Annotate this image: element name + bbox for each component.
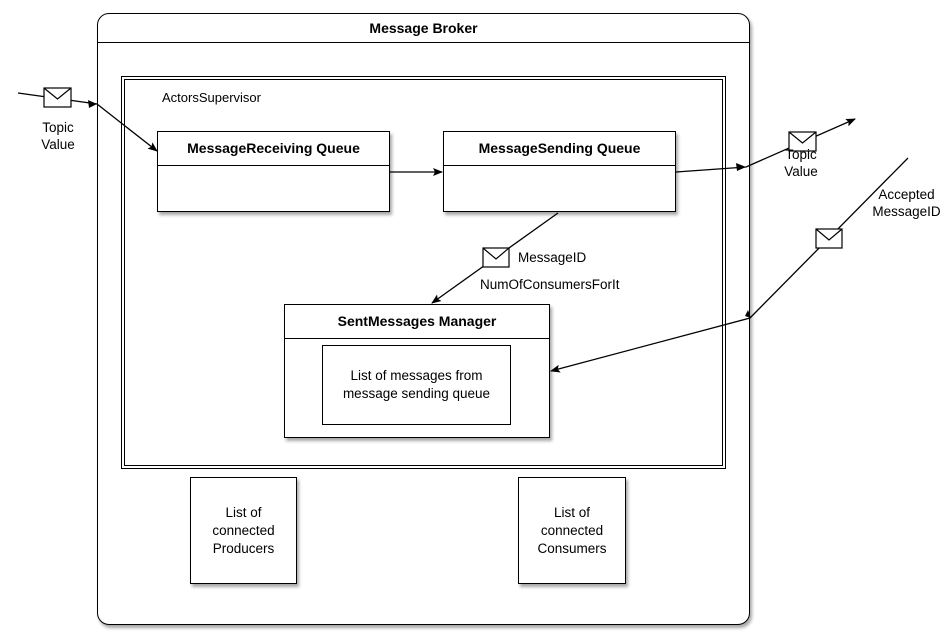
- message-broker-title: Message Broker: [97, 13, 750, 43]
- accepted-join-arrowhead: [745, 310, 751, 318]
- message-id-label: MessageID: [518, 250, 587, 265]
- message-sending-queue: MessageSending Queue: [443, 131, 676, 212]
- connected-consumers-list: List of connected Consumers: [518, 477, 626, 584]
- incoming-join-arrowhead: [88, 100, 97, 108]
- message-receiving-queue: MessageReceiving Queue: [157, 131, 390, 212]
- accepted-message-id-label: Accepted MessageID: [872, 187, 941, 219]
- incoming-envelope-icon: [43, 87, 72, 108]
- outgoing-join-arrowhead: [736, 163, 746, 171]
- incoming-topic-value-label: Topic Value: [41, 120, 75, 152]
- message-sending-queue-title: MessageSending Queue: [444, 132, 675, 166]
- outgoing-topic-value-label: Topic Value: [784, 147, 818, 179]
- accepted-envelope-icon: [815, 228, 843, 249]
- message-id-envelope-icon: [482, 247, 510, 268]
- sent-messages-list: List of messages from message sending qu…: [322, 345, 511, 425]
- sent-messages-manager-title: SentMessages Manager: [285, 305, 549, 339]
- outgoing-envelope-icon: [788, 131, 817, 152]
- accepted-message-arrow: [550, 157, 909, 373]
- connected-producers-list: List of connected Producers: [190, 477, 297, 584]
- actors-supervisor-label: ActorsSupervisor: [162, 90, 261, 105]
- num-consumers-label: NumOfConsumersForIt: [480, 277, 620, 292]
- message-receiving-queue-title: MessageReceiving Queue: [158, 132, 389, 166]
- outgoing-message-arrow: [675, 118, 856, 173]
